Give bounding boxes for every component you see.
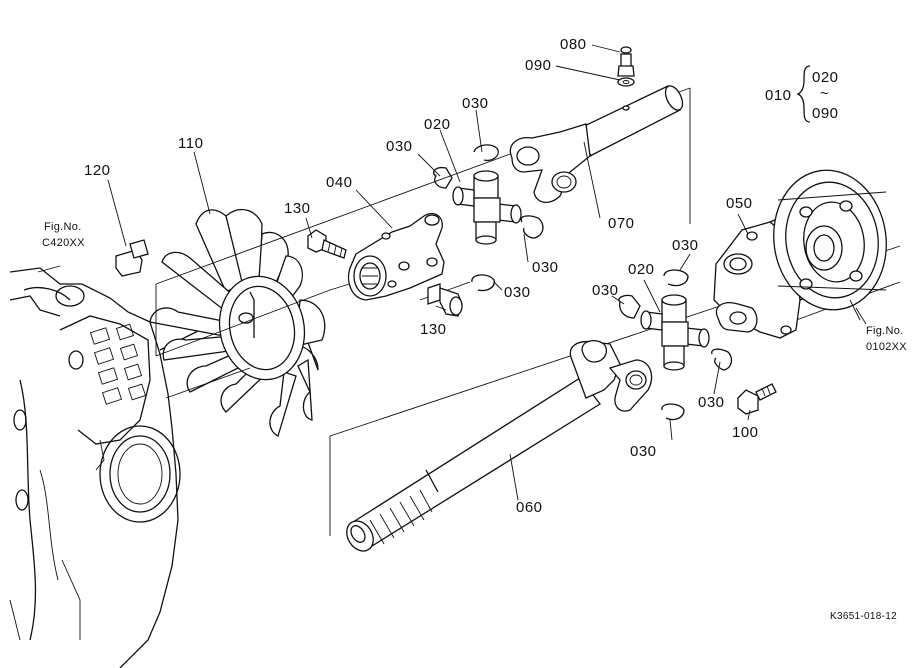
label-080: 080 bbox=[560, 36, 587, 53]
drain-plug bbox=[115, 239, 149, 277]
label-070: 070 bbox=[608, 215, 635, 232]
label-120: 120 bbox=[84, 162, 111, 179]
label-010-range-tilde: ~ bbox=[820, 85, 830, 102]
propeller-shaft-lower bbox=[346, 339, 653, 552]
label-010: 010 bbox=[765, 87, 792, 104]
label-060: 060 bbox=[516, 499, 543, 516]
fig-ref-right-code: 0102XX bbox=[866, 341, 907, 353]
drawing-code: K3651-018-12 bbox=[830, 611, 897, 622]
label-030-a: 030 bbox=[462, 95, 489, 112]
label-010-range-to: 090 bbox=[812, 105, 839, 122]
universal-joint-upper bbox=[452, 170, 522, 245]
label-030-f: 030 bbox=[592, 282, 619, 299]
label-040: 040 bbox=[326, 174, 353, 191]
flange-yoke bbox=[347, 213, 445, 301]
label-020-upper: 020 bbox=[424, 116, 451, 133]
label-130-upper: 130 bbox=[284, 200, 311, 217]
label-110: 110 bbox=[178, 135, 204, 152]
fig-ref-left-code: C420XX bbox=[42, 237, 85, 249]
propeller-shaft-upper bbox=[509, 85, 684, 203]
label-020-lower: 020 bbox=[628, 261, 655, 278]
snap-ring-set-lower bbox=[618, 269, 733, 421]
label-030-h: 030 bbox=[630, 443, 657, 460]
label-100: 100 bbox=[732, 424, 759, 441]
fig-ref-right-title: Fig.No. bbox=[866, 325, 904, 337]
snap-ring-set-upper bbox=[432, 144, 544, 292]
label-130-lower: 130 bbox=[420, 321, 447, 338]
label-090: 090 bbox=[525, 57, 552, 74]
bolt-lower bbox=[427, 283, 463, 317]
cooling-fan bbox=[149, 208, 326, 437]
grease-nipple bbox=[617, 46, 635, 87]
bolt-100 bbox=[737, 383, 777, 415]
bolt-upper bbox=[307, 229, 347, 259]
label-030-b: 030 bbox=[386, 138, 413, 155]
crank-pulley bbox=[773, 169, 887, 321]
range-bracket bbox=[796, 65, 811, 123]
fig-ref-left-title: Fig.No. bbox=[44, 221, 82, 233]
label-050: 050 bbox=[726, 195, 753, 212]
label-030-c: 030 bbox=[672, 237, 699, 254]
label-010-range-from: 020 bbox=[812, 69, 839, 86]
leader-lines bbox=[37, 44, 867, 501]
label-030-e: 030 bbox=[504, 284, 531, 301]
transmission-housing bbox=[9, 267, 201, 668]
universal-joint-lower bbox=[640, 294, 710, 371]
label-030-d: 030 bbox=[532, 259, 559, 276]
label-030-g: 030 bbox=[698, 394, 725, 411]
